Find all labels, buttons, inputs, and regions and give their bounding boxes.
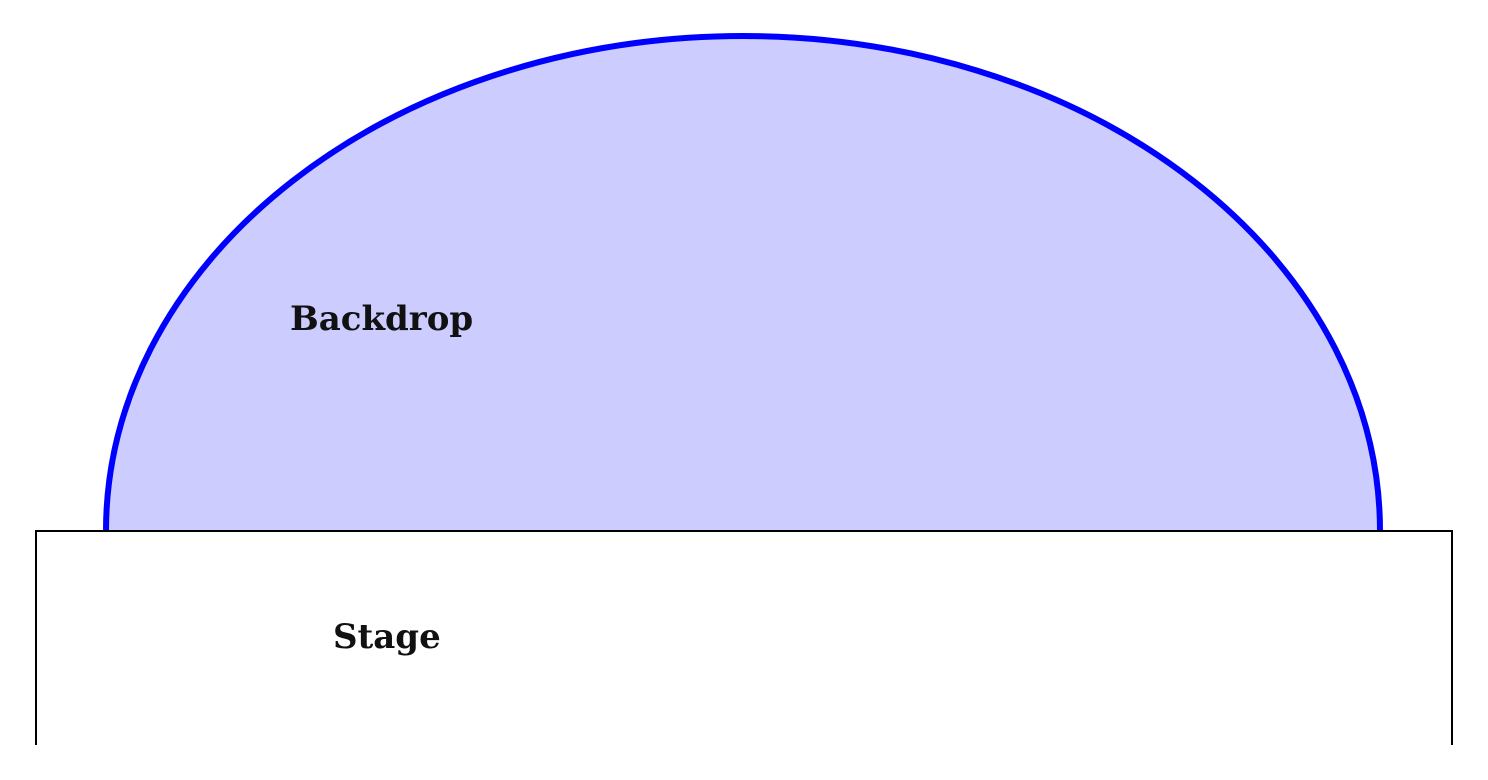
stage-label: Stage — [333, 617, 441, 657]
backdrop-label: Backdrop — [290, 299, 473, 339]
backdrop-outline — [103, 33, 1383, 532]
stage-outline — [35, 530, 1453, 745]
backdrop-shape — [106, 36, 1380, 531]
